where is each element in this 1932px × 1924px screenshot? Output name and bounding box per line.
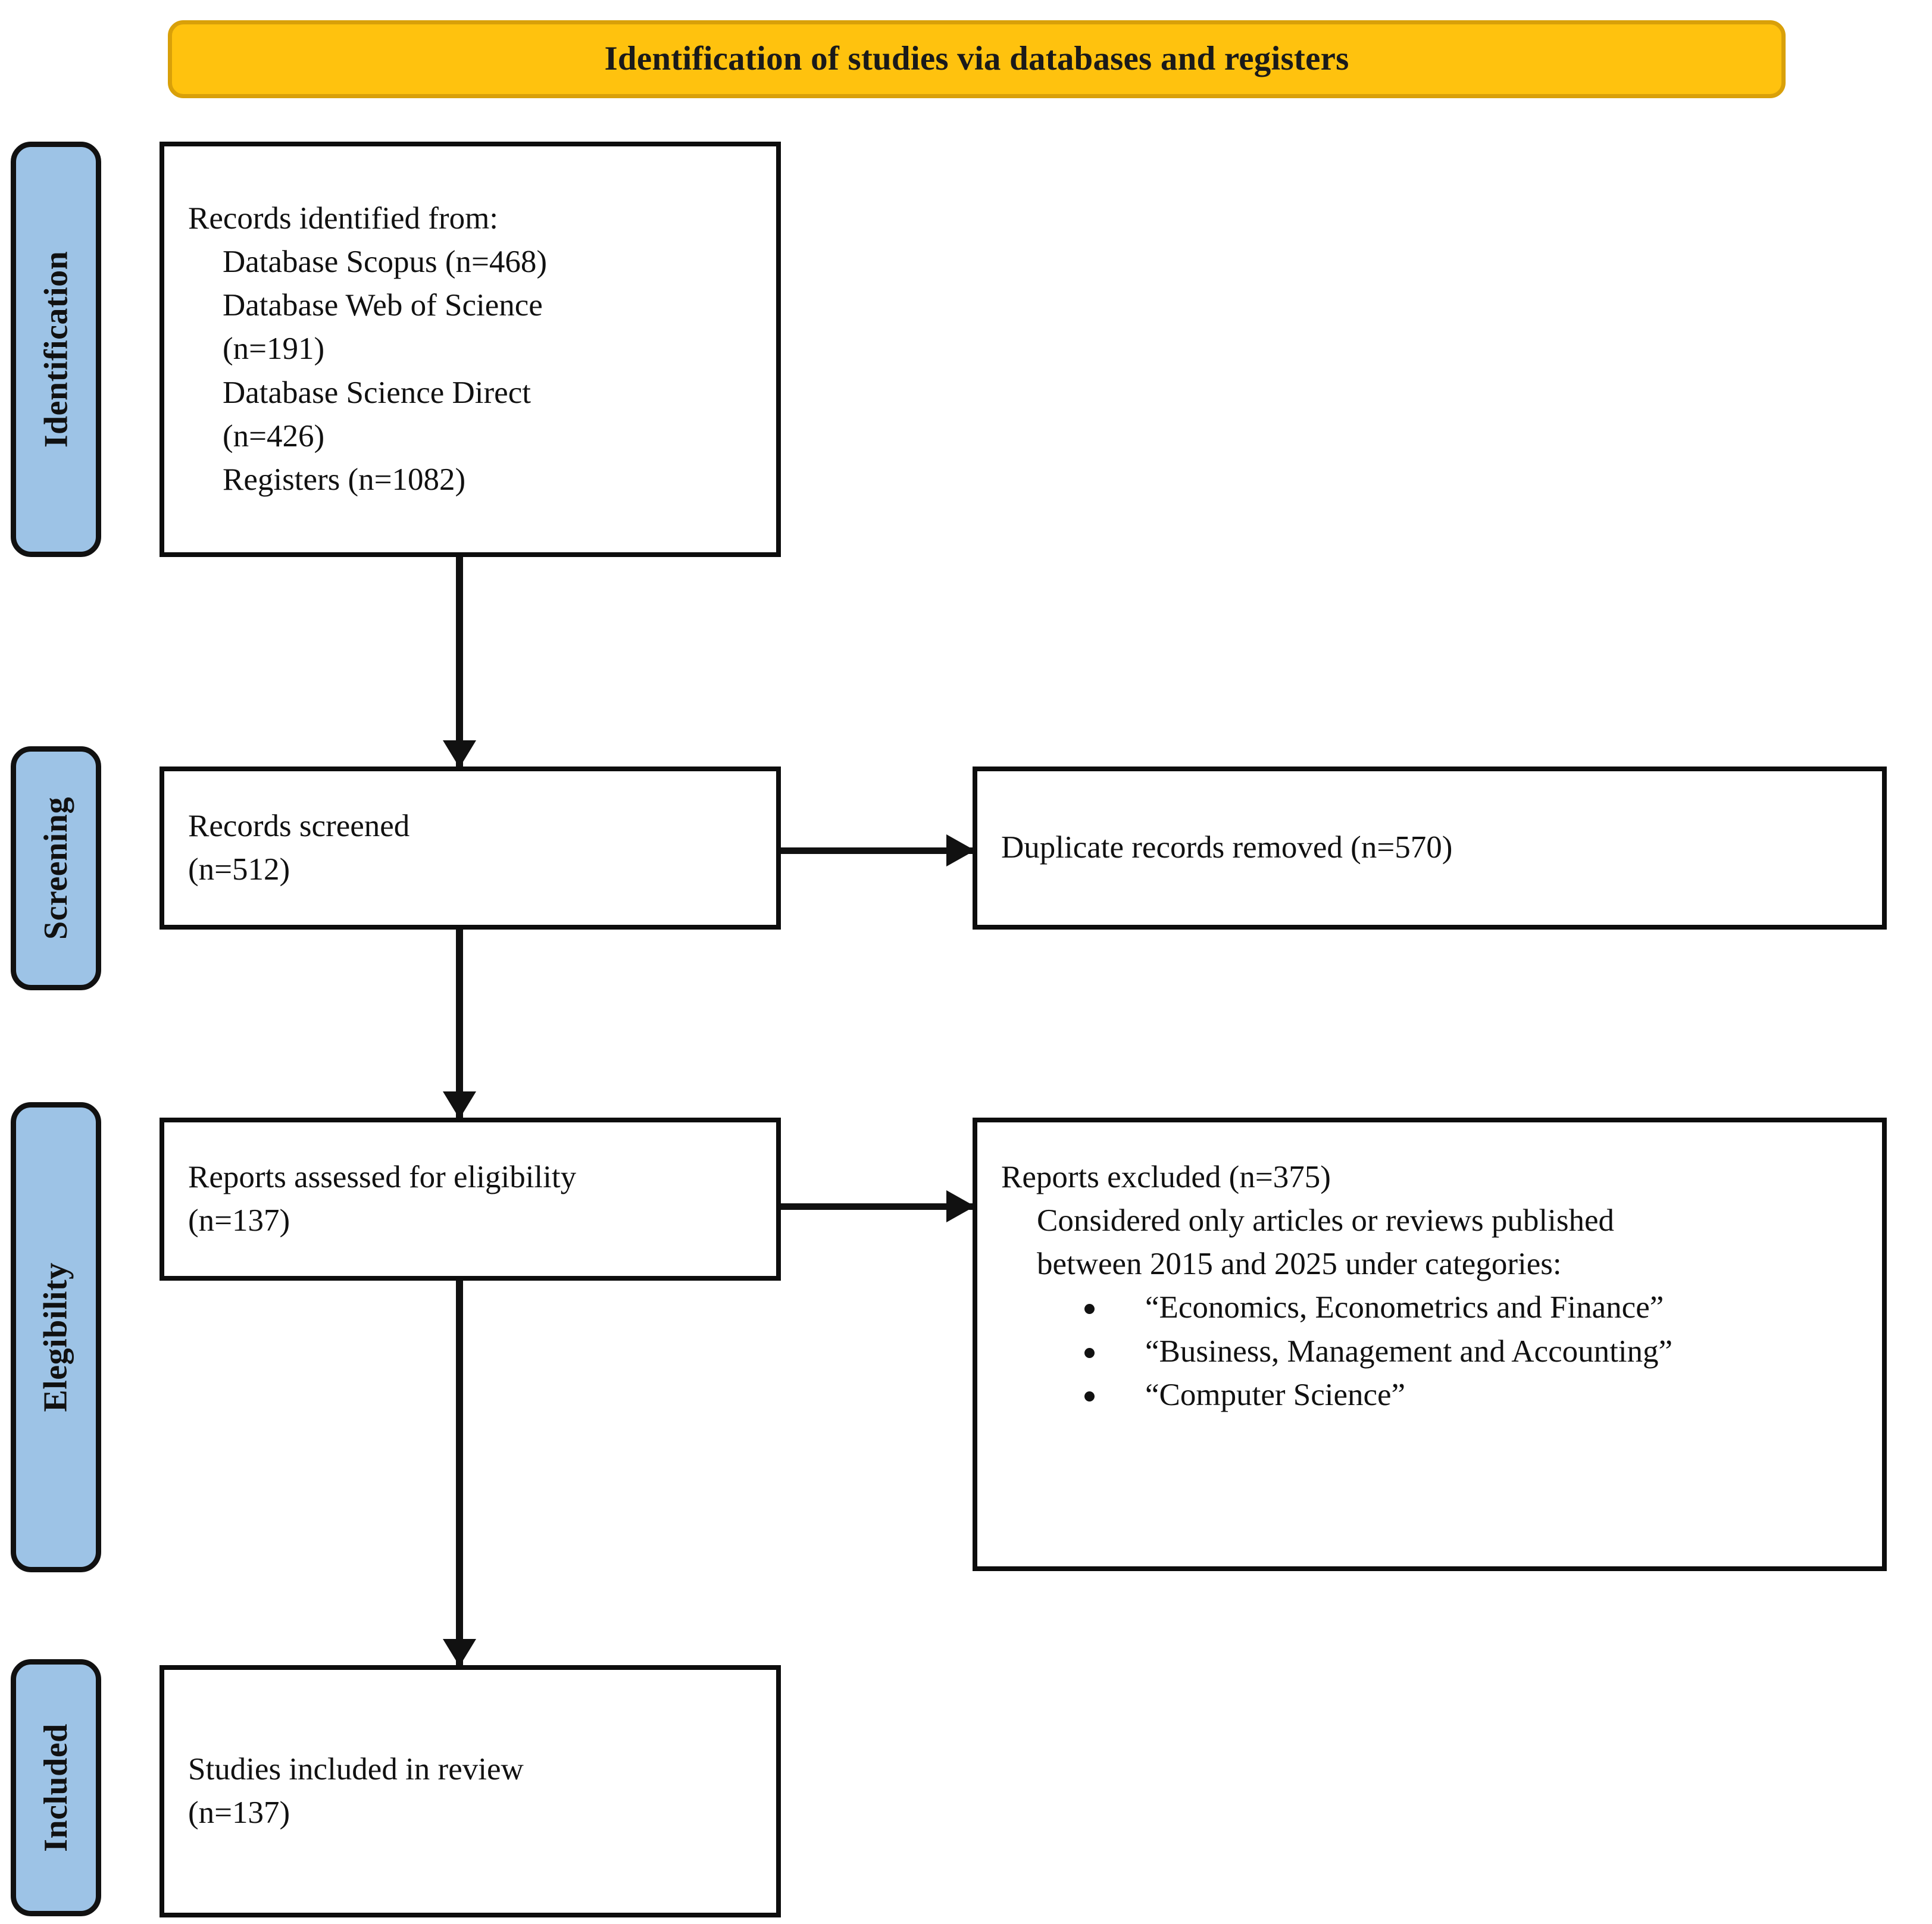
arrow-down-icon xyxy=(443,740,476,768)
source-web-of-science-count: (n=191) xyxy=(223,331,325,367)
source-science-direct-count: (n=426) xyxy=(223,418,325,453)
stage-label-elegibility: Elegibility xyxy=(37,1262,75,1412)
stage-label-identification: Identification xyxy=(37,251,74,448)
records-identified-heading: Records identified from: xyxy=(188,201,499,236)
arrow-screened-to-duplicates xyxy=(781,834,975,866)
arrow-assessed-to-included xyxy=(443,1281,476,1666)
stage-tab-elegibility: Elegibility xyxy=(11,1102,101,1572)
reports-excluded-criteria-line1: Considered only articles or reviews publ… xyxy=(1037,1203,1614,1238)
box-reports-assessed: Reports assessed for eligibility (n=137) xyxy=(160,1118,781,1281)
arrow-right-icon xyxy=(946,1190,975,1222)
source-registers: Registers (n=1082) xyxy=(223,462,466,497)
arrow-right-icon xyxy=(946,834,975,866)
box-duplicate-records-removed: Duplicate records removed (n=570) xyxy=(973,767,1887,930)
box-reports-excluded: Reports excluded (n=375) Considered only… xyxy=(973,1118,1887,1571)
page-title: Identification of studies via databases … xyxy=(604,40,1349,78)
list-item: “Business, Management and Accounting” xyxy=(1078,1330,1858,1374)
reports-excluded-heading: Reports excluded (n=375) xyxy=(1001,1160,1331,1194)
reports-assessed-label: Reports assessed for eligibility xyxy=(188,1159,577,1194)
arrow-assessed-to-excluded xyxy=(781,1190,975,1222)
stage-label-screening: Screening xyxy=(37,797,74,940)
excluded-category-label: “Economics, Econometrics and Finance” xyxy=(1145,1290,1664,1325)
arrow-identified-to-screened xyxy=(443,557,476,768)
box-records-screened: Records screened (n=512) xyxy=(160,767,781,930)
box-studies-included: Studies included in review (n=137) xyxy=(160,1665,781,1917)
stage-tab-included: Included xyxy=(11,1659,101,1916)
stage-tab-screening: Screening xyxy=(11,746,101,990)
list-item: “Computer Science” xyxy=(1078,1374,1858,1417)
header-banner: Identification of studies via databases … xyxy=(168,20,1786,98)
studies-included-count: (n=137) xyxy=(188,1795,290,1830)
source-scopus: Database Scopus (n=468) xyxy=(223,245,548,280)
bullet-icon xyxy=(1084,1347,1095,1358)
bullet-icon xyxy=(1084,1391,1095,1401)
stage-tab-identification: Identification xyxy=(11,142,101,557)
box-records-identified: Records identified from: Database Scopus… xyxy=(160,142,781,557)
stage-label-included: Included xyxy=(37,1723,75,1852)
duplicate-records-removed-label: Duplicate records removed (n=570) xyxy=(1001,830,1453,865)
arrow-down-icon xyxy=(443,1091,476,1119)
reports-excluded-criteria-line2: between 2015 and 2025 under categories: xyxy=(1037,1247,1562,1282)
excluded-category-label: “Business, Management and Accounting” xyxy=(1145,1334,1673,1369)
reports-assessed-count: (n=137) xyxy=(188,1203,290,1238)
bullet-icon xyxy=(1084,1304,1095,1315)
records-screened-count: (n=512) xyxy=(188,852,290,887)
studies-included-label: Studies included in review xyxy=(188,1751,524,1787)
excluded-category-list: “Economics, Econometrics and Finance” “B… xyxy=(1001,1286,1858,1416)
source-web-of-science: Database Web of Science xyxy=(223,288,543,323)
source-science-direct: Database Science Direct xyxy=(223,375,531,410)
excluded-category-label: “Computer Science” xyxy=(1145,1377,1406,1412)
list-item: “Economics, Econometrics and Finance” xyxy=(1078,1286,1858,1329)
arrow-screened-to-assessed xyxy=(443,930,476,1119)
arrow-down-icon xyxy=(443,1639,476,1666)
records-screened-label: Records screened xyxy=(188,808,410,843)
